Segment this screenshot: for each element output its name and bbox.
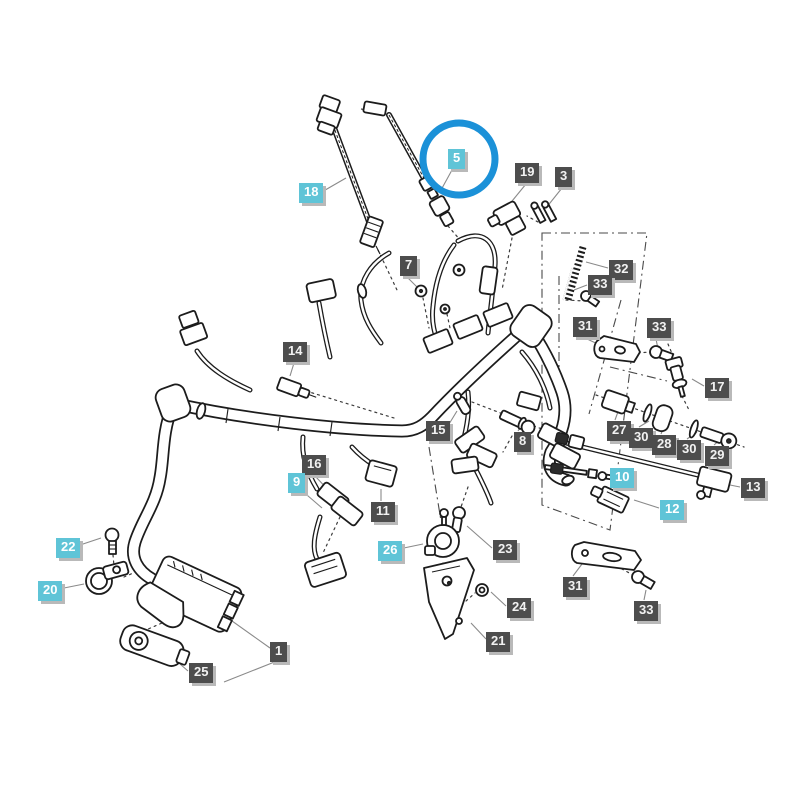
part-label-12-22: 12	[660, 500, 685, 520]
part-label-27-11: 27	[607, 421, 632, 441]
sensor-19-drawing	[487, 200, 527, 236]
part-label-21-31: 21	[486, 632, 511, 652]
part-label-33-29: 33	[634, 601, 659, 621]
cable-10-drawing	[543, 462, 616, 481]
nut-24-drawing	[475, 583, 489, 597]
part-label-19-2: 19	[515, 163, 540, 183]
part-label-26-25: 26	[378, 541, 403, 561]
fastener-row-drawing	[600, 389, 738, 450]
part-label-31-7: 31	[573, 317, 598, 337]
connector-12-drawing	[590, 485, 630, 514]
part-label-22-26: 22	[56, 538, 81, 558]
sensor-17-drawing	[664, 356, 688, 398]
part-label-28-13: 28	[652, 435, 677, 455]
part-label-18-0: 18	[299, 183, 324, 203]
clamp-20-drawing	[85, 560, 130, 595]
bolt-33c-drawing	[631, 570, 656, 590]
part-label-16-18: 16	[302, 455, 327, 475]
bracket-31a-drawing	[593, 335, 641, 363]
relay-26-drawing	[424, 508, 460, 558]
bracket-31b-drawing	[570, 541, 642, 571]
part-label-30-14: 30	[677, 440, 702, 460]
part-label-31-28: 31	[563, 577, 588, 597]
part-label-23-24: 23	[493, 540, 518, 560]
highlight-circle	[419, 119, 499, 199]
bolt-3-drawing	[530, 200, 558, 224]
part-label-24-30: 24	[507, 598, 532, 618]
part-label-10-21: 10	[610, 468, 635, 488]
part-label-13-23: 13	[741, 478, 766, 498]
part-label-20-27: 20	[38, 581, 63, 601]
bolt-8-drawing	[498, 409, 536, 435]
part-label-8-17: 8	[514, 432, 532, 452]
bracket-21-drawing	[423, 557, 475, 640]
part-label-30-12: 30	[629, 428, 654, 448]
spring-32-group	[562, 246, 601, 308]
bolt-23-drawing	[451, 506, 466, 533]
part-label-11-20: 11	[371, 502, 395, 522]
part-label-7-4: 7	[400, 256, 418, 276]
stud-15-drawing	[453, 391, 472, 416]
bolt-22-drawing	[104, 527, 120, 555]
part-label-14-9: 14	[283, 342, 308, 362]
part-label-3-3: 3	[555, 167, 573, 187]
ecu-1-drawing	[136, 555, 245, 633]
sensor-14-drawing	[276, 376, 317, 399]
cable-5-drawing	[360, 100, 455, 227]
part-label-15-16: 15	[426, 421, 451, 441]
part-label-29-15: 29	[705, 446, 730, 466]
cable-18-drawing	[315, 94, 384, 255]
part-label-32-5: 32	[609, 260, 634, 280]
part-label-33-6: 33	[588, 275, 613, 295]
part-label-1-32: 1	[270, 642, 288, 662]
main-harness-drawing	[127, 233, 581, 588]
part-label-17-10: 17	[705, 378, 730, 398]
part-label-33-8: 33	[647, 318, 672, 338]
throttle-cable-13-drawing	[554, 431, 733, 500]
part-label-9-19: 9	[288, 473, 306, 493]
bracket-25-drawing	[119, 624, 191, 667]
part-label-25-33: 25	[189, 663, 214, 683]
part-label-5-1: 5	[448, 149, 466, 169]
